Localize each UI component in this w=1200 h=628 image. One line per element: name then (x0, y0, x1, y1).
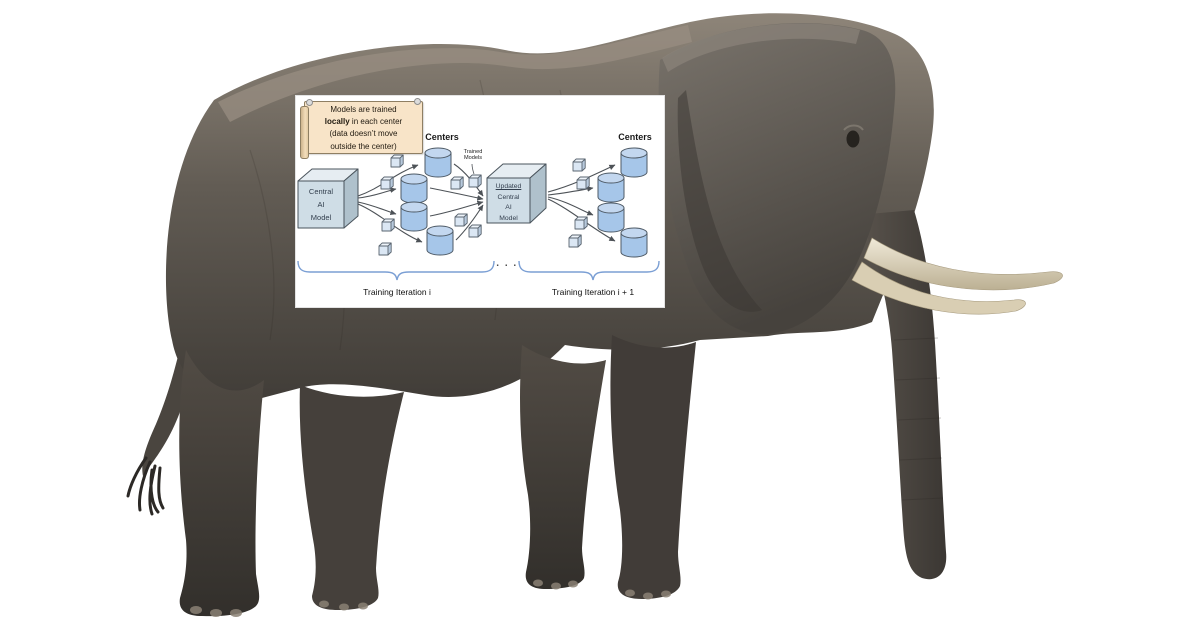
federated-learning-diagram: Models are trained locally in each cente… (295, 95, 665, 308)
model-cube-icon (380, 176, 394, 190)
model-cube-icon (468, 224, 482, 238)
left-centers-cylinders (400, 147, 454, 256)
trained-models-label: Trained Models (455, 149, 491, 162)
updated-model-line: Model (499, 214, 518, 222)
updated-model-line: AI (505, 204, 512, 211)
elephant-tusks (851, 237, 1063, 315)
arrows-to-updated-model (429, 163, 484, 241)
trained-model-cube-icon (468, 174, 482, 188)
elephant-hind-far-leg (179, 350, 264, 617)
model-cube-icon (450, 176, 464, 190)
model-cube-icon (574, 216, 588, 230)
iteration-braces (297, 260, 660, 281)
elephant-ear (658, 22, 896, 335)
elephant-toenails (190, 579, 671, 617)
elephant-hind-near-leg (299, 385, 404, 610)
note-line: (data doesn’t move (329, 129, 398, 139)
trained-models-line: Trained (463, 149, 483, 155)
model-cube-icon (381, 218, 395, 232)
database-cylinder-icon (620, 227, 648, 258)
right-brace-icon (518, 260, 660, 281)
model-cube-icon (378, 242, 392, 256)
elephant-front-near-leg (610, 335, 696, 599)
model-cube-icon (568, 234, 582, 248)
note-line-rest: in each center (349, 117, 403, 127)
updated-model-cube-icon (486, 163, 547, 224)
right-iteration-label: Training Iteration i + 1 (551, 287, 635, 297)
trained-models-leader-line (471, 163, 475, 175)
right-centers-cylinders (597, 147, 648, 258)
model-cube-icon (454, 213, 468, 227)
model-cube-icon (576, 176, 590, 190)
updated-model-line: Updated (495, 183, 522, 190)
database-cylinder-icon (426, 225, 454, 256)
left-brace-icon (297, 260, 495, 281)
diagram-graphics (297, 147, 660, 281)
trained-models-line: Models (463, 155, 483, 162)
database-cylinder-icon (424, 147, 452, 178)
model-cube-icon (572, 158, 586, 172)
central-model-cube-icon (297, 168, 359, 229)
left-iteration-label: Training Iteration i (363, 287, 431, 297)
central-model-label: Central AI Model (298, 185, 344, 224)
note-scroll: Models are trained locally in each cente… (300, 98, 423, 159)
scroll-pin-icon (414, 98, 421, 105)
database-cylinder-icon (620, 147, 648, 178)
scroll-pin-icon (306, 99, 313, 106)
left-centers-label: Centers (425, 132, 459, 142)
model-cube-icon (390, 154, 404, 168)
central-model-line: AI (317, 200, 325, 209)
database-cylinder-icon (400, 173, 428, 204)
note-line: locally in each center (305, 116, 422, 128)
updated-model-line: Central (497, 193, 520, 201)
central-model-line: Central (308, 187, 334, 196)
database-cylinder-icon (400, 201, 428, 232)
note-line: outside the center) (330, 141, 397, 151)
elephant-eye (843, 124, 864, 148)
note-line: Models are trained (330, 105, 397, 114)
database-cylinder-icon (597, 172, 625, 203)
central-model-line: Model (310, 213, 332, 222)
elephant-front-far-leg (520, 345, 606, 589)
iteration-ellipsis: . . . (496, 258, 518, 269)
updated-model-label: Updated Central AI Model (487, 182, 530, 224)
database-cylinder-icon (597, 202, 625, 233)
note-bold-word: locally (324, 117, 350, 127)
right-centers-label: Centers (618, 132, 652, 142)
elephant-legs (179, 335, 696, 617)
